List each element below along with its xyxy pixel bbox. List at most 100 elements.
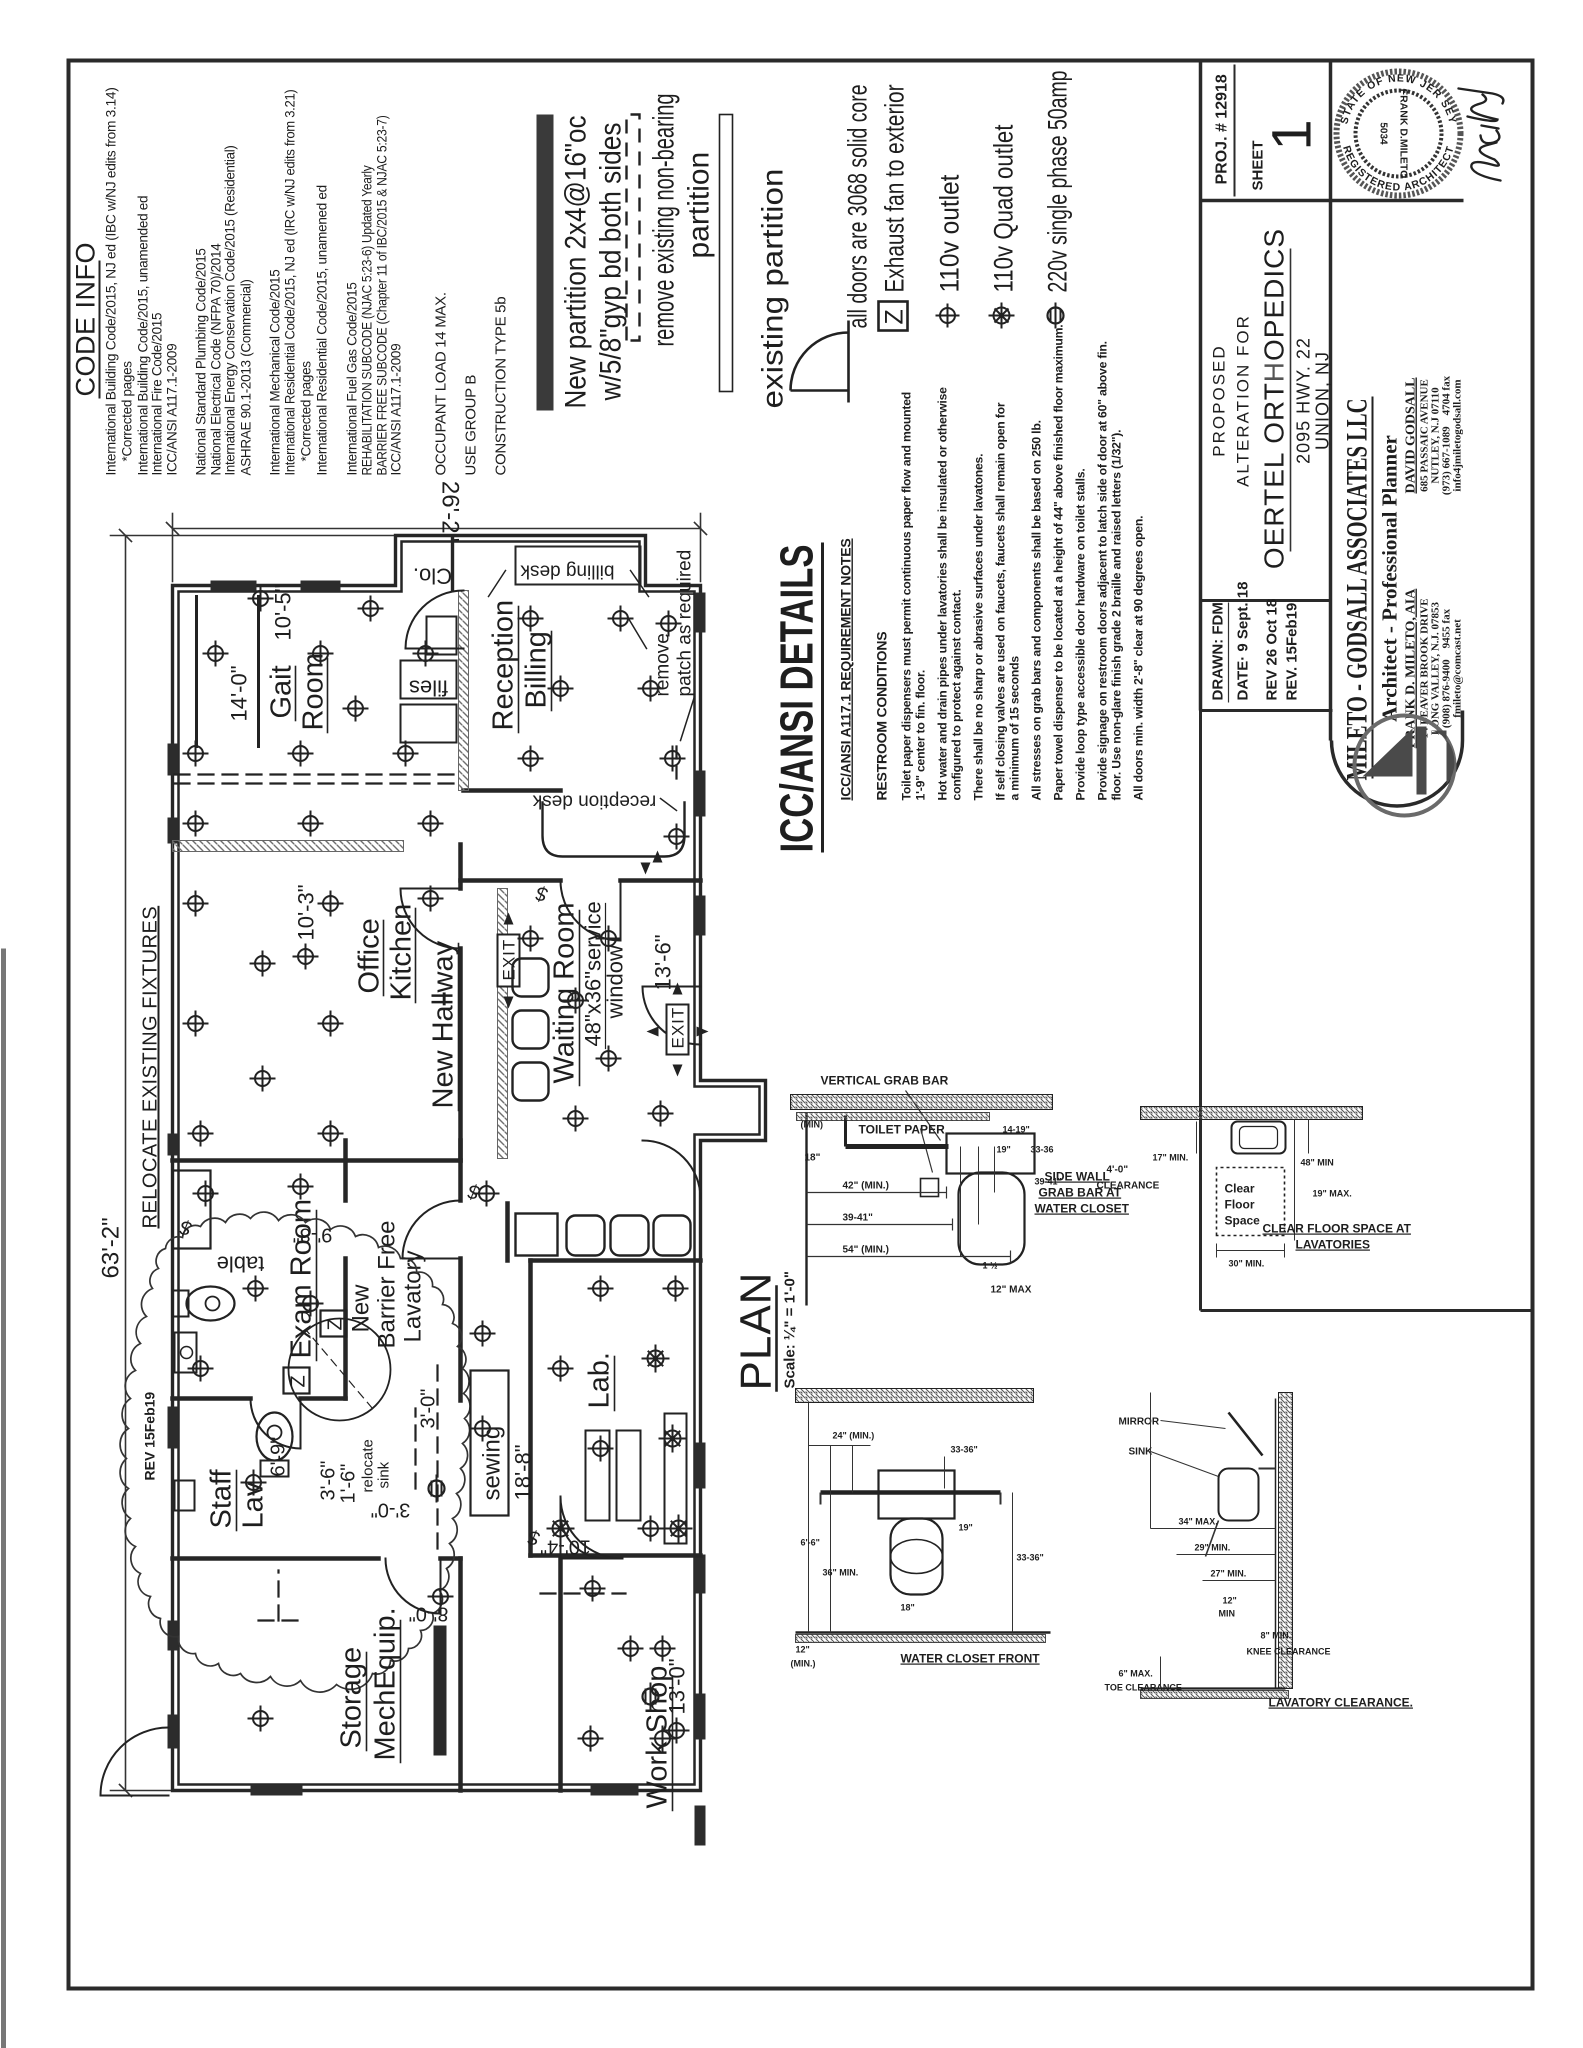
svg-text:48"x36"service: 48"x36"service xyxy=(580,901,605,1046)
svg-text:Clear: Clear xyxy=(1224,1181,1254,1195)
svg-text:6'-6": 6'-6" xyxy=(800,1537,819,1547)
svg-text:Billing: Billing xyxy=(520,631,552,708)
svg-text:USE GROUP B: USE GROUP B xyxy=(462,374,479,475)
svg-text:files: files xyxy=(408,675,447,700)
svg-text:RESTROOM CONDITIONS: RESTROOM CONDITIONS xyxy=(873,631,889,800)
svg-text:48" MIN: 48" MIN xyxy=(1300,1157,1333,1167)
svg-text:International Residential Code: International Residential Code/2015, una… xyxy=(314,185,329,475)
svg-text:Floor: Floor xyxy=(1224,1197,1254,1211)
svg-text:5034: 5034 xyxy=(1377,122,1388,145)
svg-text:33-36": 33-36" xyxy=(1016,1552,1043,1562)
svg-text:Z: Z xyxy=(324,1318,346,1330)
svg-text:GRAB BAR AT: GRAB BAR AT xyxy=(1038,1185,1121,1199)
svg-text:(MIN.): (MIN.) xyxy=(790,1658,815,1668)
svg-text:RELOCATE EXISTING FIXTURES: RELOCATE EXISTING FIXTURES xyxy=(139,905,161,1228)
svg-text:PROJ. # 12918: PROJ. # 12918 xyxy=(1213,74,1230,184)
svg-text:LONG VALLEY, N.J. 07853: LONG VALLEY, N.J. 07853 xyxy=(1429,601,1441,735)
svg-text:NUTLEY, N.J 07110: NUTLEY, N.J 07110 xyxy=(1429,386,1441,483)
svg-text:International Energy Conservat: International Energy Conservation Code/2… xyxy=(222,145,237,475)
svg-text:Space: Space xyxy=(1224,1213,1260,1227)
svg-text:New Hallway: New Hallway xyxy=(427,940,459,1108)
svg-text:29" MIN.: 29" MIN. xyxy=(1194,1542,1230,1552)
svg-text:27" MIN.: 27" MIN. xyxy=(1210,1568,1246,1578)
svg-text:10'-3": 10'-3" xyxy=(293,884,318,940)
svg-text:National Standard Plumbing Cod: National Standard Plumbing Code/2015 xyxy=(193,248,208,475)
svg-text:Room: Room xyxy=(297,653,329,730)
svg-text:$: $ xyxy=(533,881,550,905)
svg-text:sink: sink xyxy=(375,1461,392,1488)
svg-text:685 PASSAIC AVENUE: 685 PASSAIC AVENUE xyxy=(1418,379,1430,492)
svg-text:Provide loop type accessible d: Provide loop type accessible door hardwa… xyxy=(1073,468,1087,800)
svg-text:MILETO - GODSALL ASSOCIATES LL: MILETO - GODSALL ASSOCIATES LLC xyxy=(1340,398,1373,780)
svg-text:configured to protect against: configured to protect against contact. xyxy=(949,589,963,800)
svg-text:*Corrected pages: *Corrected pages xyxy=(119,360,134,461)
svg-text:all doors are 3068 solid core: all doors are 3068 solid core xyxy=(842,84,872,328)
svg-text:13'-6": 13'-6" xyxy=(650,934,675,990)
svg-text:24" (MIN.): 24" (MIN.) xyxy=(832,1430,874,1440)
svg-text:12": 12" xyxy=(795,1644,809,1654)
svg-text:14 BEAVER BROOK DRIVE: 14 BEAVER BROOK DRIVE xyxy=(1418,598,1430,738)
svg-text:63'-2": 63'-2" xyxy=(97,1217,124,1278)
svg-text:9'-8": 9'-8" xyxy=(292,1223,332,1245)
svg-text:19": 19" xyxy=(996,1144,1010,1154)
svg-text:SINK: SINK xyxy=(1128,1446,1153,1457)
svg-text:All stresses on grab bars and: All stresses on grab bars and components… xyxy=(1029,420,1043,800)
svg-text:ICC/ANSI DETAILS: ICC/ANSI DETAILS xyxy=(770,544,822,852)
svg-text:13'-0": 13'-0" xyxy=(664,1658,689,1714)
svg-text:DAVID GODSALL: DAVID GODSALL xyxy=(1403,377,1418,493)
svg-text:30" MIN.: 30" MIN. xyxy=(1228,1258,1264,1268)
svg-text:table: table xyxy=(216,1251,264,1276)
svg-text:8'-0": 8'-0" xyxy=(408,1602,448,1624)
svg-text:International Residential Code: International Residential Code/2015, NJ … xyxy=(282,89,297,475)
svg-text:MechEquip.: MechEquip. xyxy=(369,1607,401,1760)
svg-text:CLEAR FLOOR SPACE AT: CLEAR FLOOR SPACE AT xyxy=(1262,1221,1411,1235)
svg-text:Gait: Gait xyxy=(265,665,297,718)
svg-text:window: window xyxy=(602,945,627,1019)
svg-text:LAVATORY CLEARANCE.: LAVATORY CLEARANCE. xyxy=(1268,1695,1412,1709)
svg-text:BARRIER FREE SUBCODE (Chapter: BARRIER FREE SUBCODE (Chapter 11 of IBC/… xyxy=(374,115,389,475)
svg-text:1'-9" center to fin. floor.: 1'-9" center to fin. floor. xyxy=(913,669,927,800)
svg-text:Architect - Professional Plann: Architect - Professional Planner xyxy=(1377,435,1401,722)
svg-text:OERTEL ORTHOPEDICS: OERTEL ORTHOPEDICS xyxy=(1258,227,1289,568)
svg-text:EXIT: EXIT xyxy=(499,938,518,980)
svg-text:CODE INFO: CODE INFO xyxy=(70,241,100,396)
svg-text:10'-5": 10'-5" xyxy=(270,584,295,640)
svg-text:EXIT: EXIT xyxy=(668,1006,687,1048)
svg-text:fmileto@comcast.net: fmileto@comcast.net xyxy=(1451,618,1463,717)
svg-text:DRAWN: FDM: DRAWN: FDM xyxy=(1209,602,1226,700)
svg-text:International Fuel Gas Code/20: International Fuel Gas Code/2015 xyxy=(344,282,359,475)
svg-text:patch as required: patch as required xyxy=(674,549,695,696)
svg-text:International Fire Code/2015: International Fire Code/2015 xyxy=(149,312,164,475)
svg-text:8" MIN.: 8" MIN. xyxy=(1260,1630,1291,1640)
svg-text:10'-4": 10'-4" xyxy=(540,1535,591,1557)
svg-text:a minimum of 15 seconds: a minimum of 15 seconds xyxy=(1007,655,1021,800)
svg-text:remove existing non-bearing: remove existing non-bearing xyxy=(647,93,680,346)
svg-text:PLAN: PLAN xyxy=(731,1271,780,1390)
svg-text:New partition 2x4@16"oc: New partition 2x4@16"oc xyxy=(559,115,592,408)
svg-text:19": 19" xyxy=(958,1522,972,1532)
svg-text:REHABILITATION SUBCODE (NJAC 5: REHABILITATION SUBCODE (NJAC 5:23-6) Upd… xyxy=(359,165,374,475)
svg-text:39-41": 39-41" xyxy=(842,1212,873,1223)
svg-text:6'-9": 6'-9" xyxy=(267,1436,289,1476)
svg-text:26'-2": 26'-2" xyxy=(436,480,463,541)
svg-text:SHEET: SHEET xyxy=(1249,140,1266,190)
svg-text:MIRROR: MIRROR xyxy=(1118,1416,1159,1427)
svg-text:ICC/ANSI A117.1 REQUIREMENT NO: ICC/ANSI A117.1 REQUIREMENT NOTES xyxy=(837,538,853,800)
svg-text:34" MAX.: 34" MAX. xyxy=(1178,1516,1217,1526)
svg-text:All doors min. width 2'-8" cle: All doors min. width 2'-8" clear at 90 d… xyxy=(1131,515,1145,800)
svg-text:42" (MIN.): 42" (MIN.) xyxy=(842,1180,888,1191)
svg-text:Hot water and drain pipes unde: Hot water and drain pipes under lavatori… xyxy=(935,386,949,800)
svg-text:New: New xyxy=(347,1283,374,1332)
svg-text:National Electrical Code (NFPA: National Electrical Code (NFPA 70)/2014 xyxy=(208,242,223,475)
svg-text:International Building Code/20: International Building Code/2015, unamen… xyxy=(135,195,150,475)
svg-text:33-36": 33-36" xyxy=(950,1444,977,1454)
svg-text:110v outlet: 110v outlet xyxy=(934,174,964,292)
svg-text:CONSTRUCTION TYPE 5b: CONSTRUCTION TYPE 5b xyxy=(492,296,509,475)
svg-text:w/5/8"gyp bd both sides: w/5/8"gyp bd both sides xyxy=(594,122,627,401)
svg-text:4'-0": 4'-0" xyxy=(1106,1164,1128,1175)
svg-text:remove: remove xyxy=(652,633,673,696)
svg-text:Reception: Reception xyxy=(487,599,519,730)
svg-text:Provide signage on restroom do: Provide signage on restroom doors adjace… xyxy=(1095,341,1109,800)
svg-text:*Corrected pages: *Corrected pages xyxy=(298,360,313,461)
svg-text:REV. 15Feb19: REV. 15Feb19 xyxy=(1283,602,1300,700)
